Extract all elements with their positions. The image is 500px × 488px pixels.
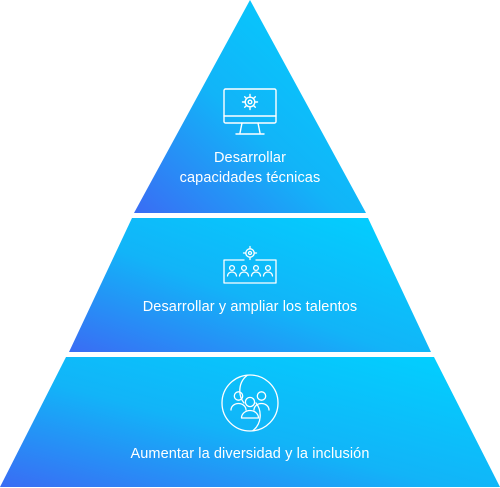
tier-middle-label: Desarrollar y ampliar los talentos <box>0 297 500 317</box>
tier-bottom-label-text: Aumentar la diversidad y la inclusión <box>130 446 370 462</box>
diverse-people-icon <box>221 374 279 432</box>
tier-top-label-line-2: capacidades técnicas <box>179 170 321 186</box>
pyramid-tier-bottom <box>0 357 500 487</box>
team-presentation-icon <box>223 245 277 284</box>
monitor-gear-icon <box>223 88 277 135</box>
tier-top-label-line-1: Desarrollar <box>213 150 286 166</box>
tier-top-label: Desarrollar capacidades técnicas <box>0 148 500 188</box>
pyramid-tier-middle <box>69 218 431 352</box>
tier-bottom-label: Aumentar la diversidad y la inclusión <box>0 444 500 464</box>
tier-middle-label-text: Desarrollar y ampliar los talentos <box>142 299 358 315</box>
